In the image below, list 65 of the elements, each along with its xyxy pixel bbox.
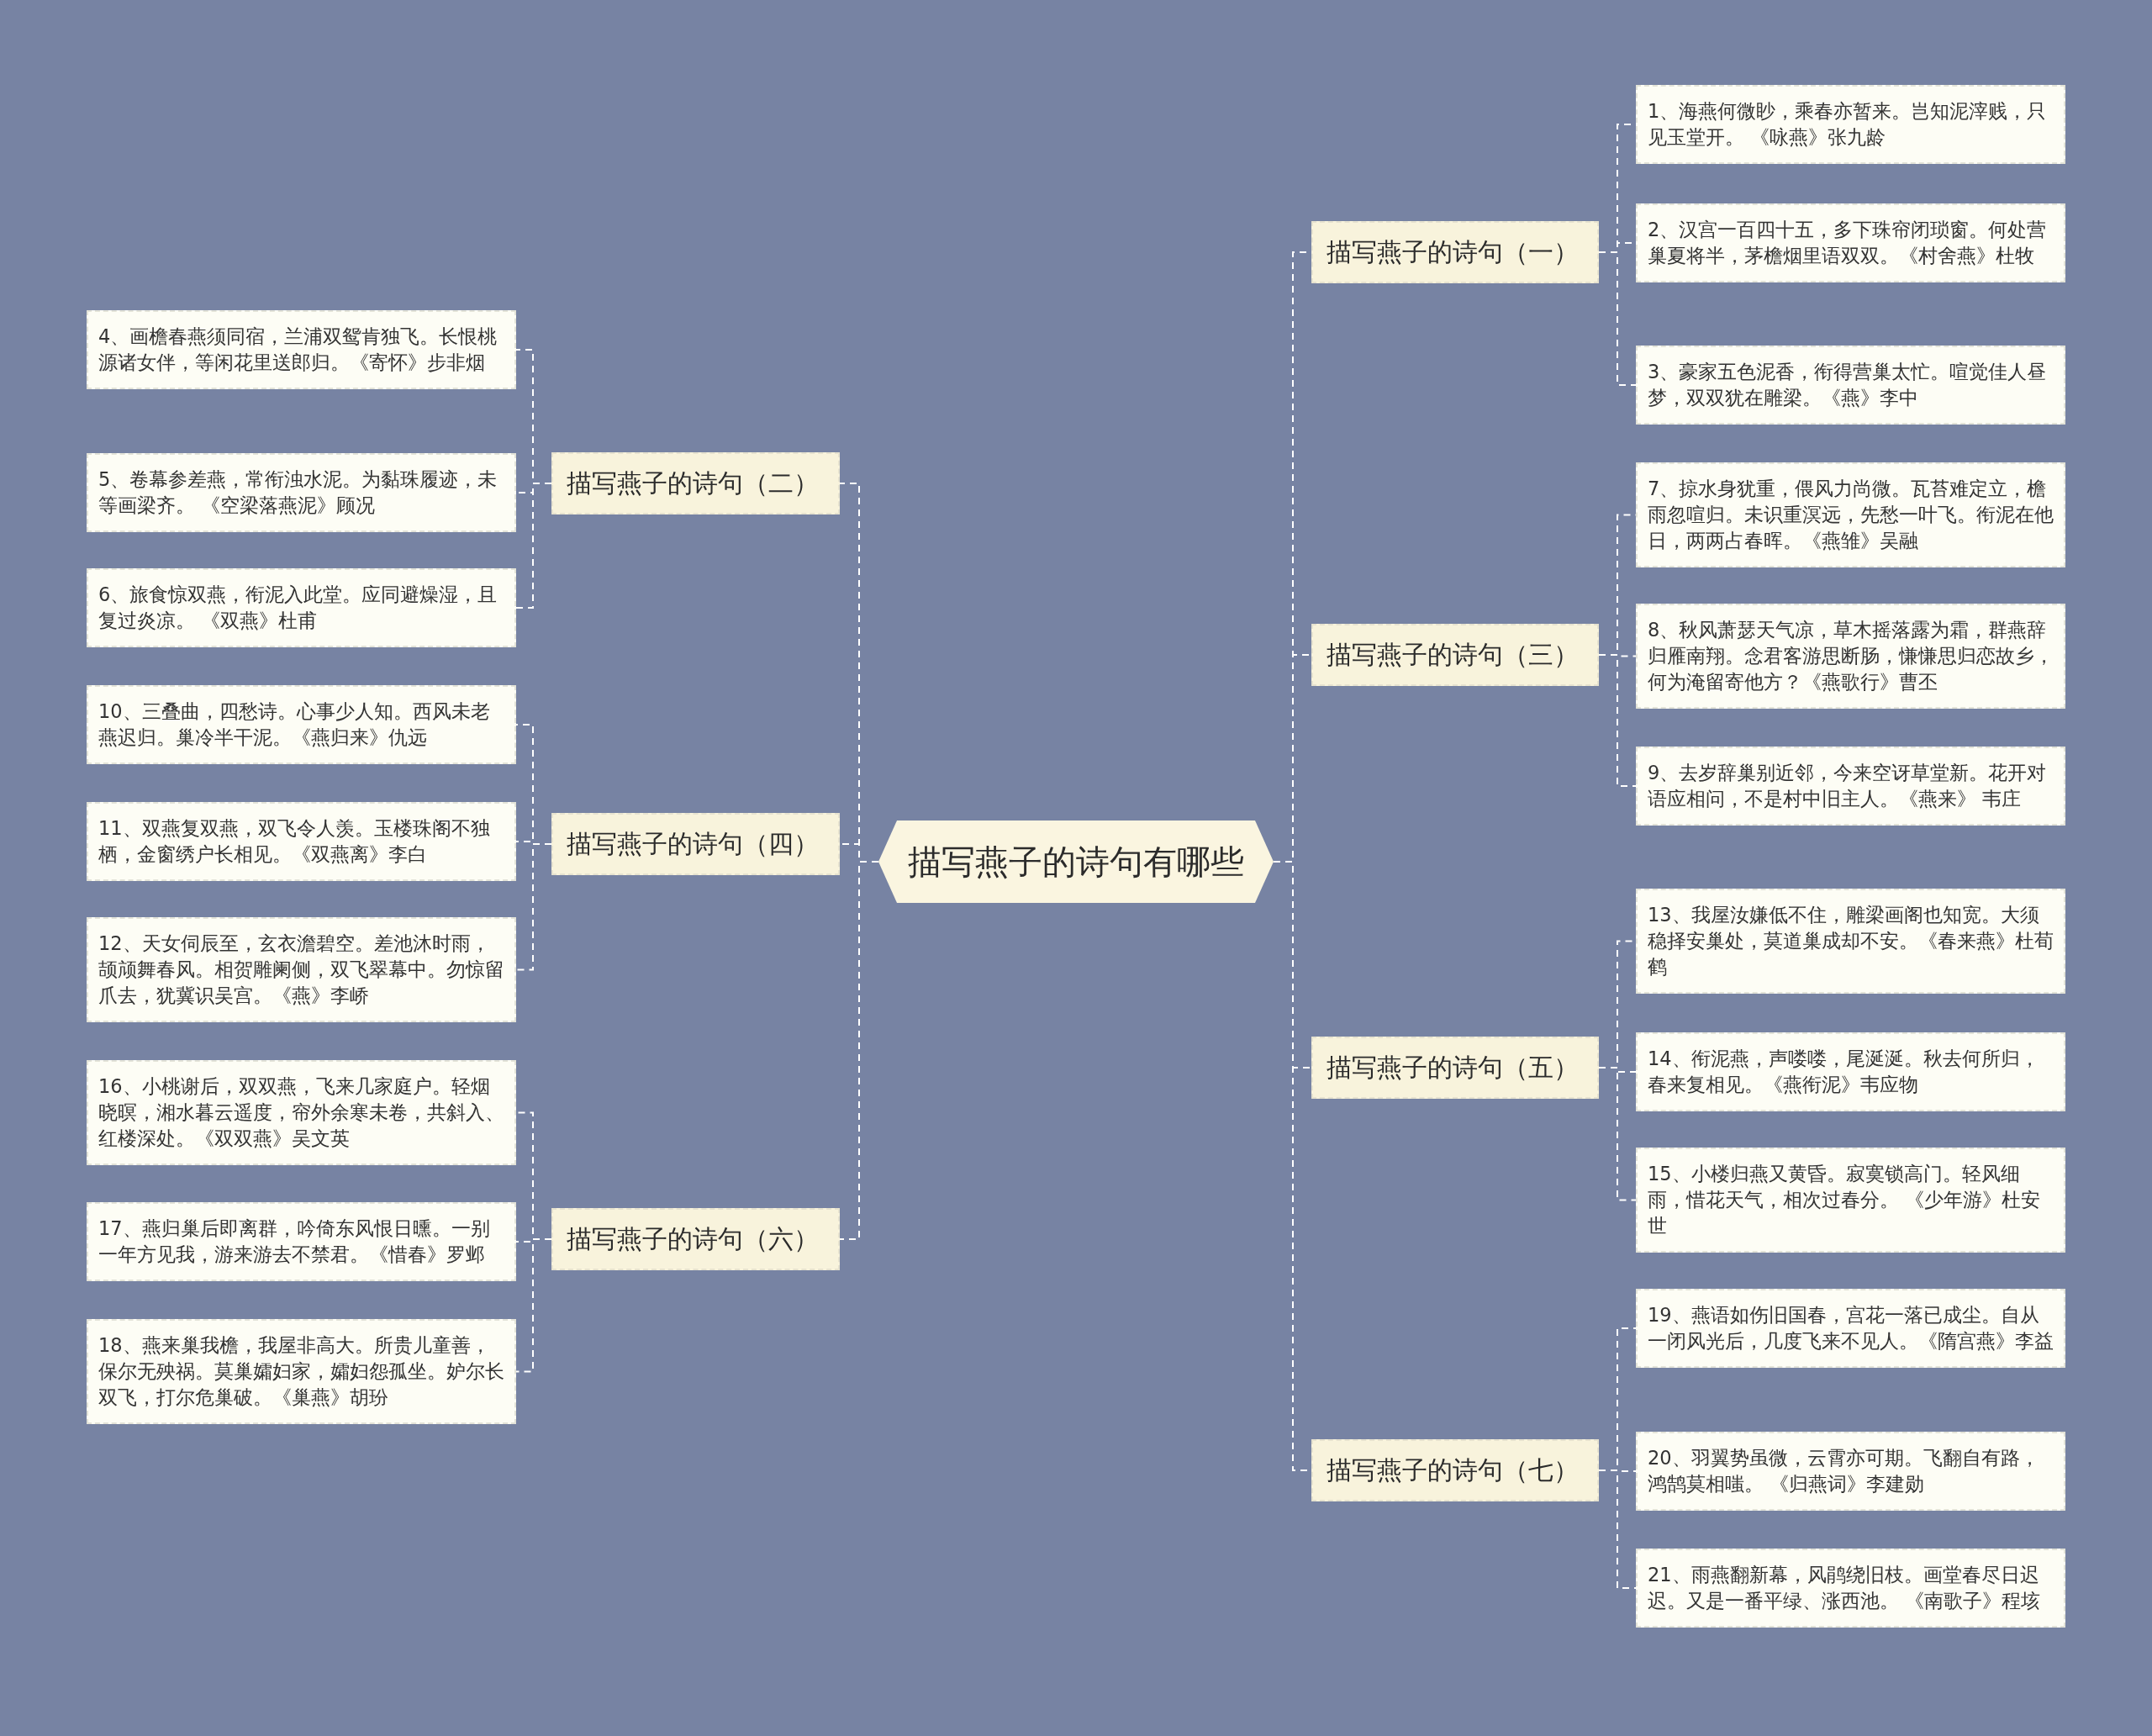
branch-label: 描写燕子的诗句（二） [567, 467, 819, 499]
poem-card [1636, 1148, 2065, 1253]
poem-card [1636, 346, 2065, 425]
poem-card [1636, 1549, 2065, 1628]
connector-line [1598, 251, 1637, 386]
poem-card [1636, 1032, 2065, 1111]
poem-text: 11、双燕复双燕，双飞令人羡。玉楼珠阁不独栖，金窗绣户长相见。《双燕离》李白 [98, 816, 491, 867]
branch-label: 描写燕子的诗句（一） [1327, 235, 1579, 268]
poem-text: 16、小桃谢后，双双燕，飞来几家庭户。轻烟晓暝，湘水暮云遥度，帘外余寒未卷，共斜入、红楼深处。《双双燕》吴文英 [98, 1074, 504, 1151]
connector-line [515, 843, 552, 971]
connector-line [1598, 654, 1637, 787]
poem-card [87, 917, 516, 1022]
branch-box [551, 452, 840, 514]
poem-card [1636, 889, 2065, 994]
branch-box [551, 1208, 840, 1270]
poem-text: 2、汉宫一百四十五，多下珠帘闭琐窗。何处营巢夏将半，茅檐烟里语双双。《村舍燕》杜牧 [1648, 218, 2048, 268]
branch-label: 描写燕子的诗句（五） [1327, 1051, 1579, 1084]
branch-box [551, 813, 840, 875]
central-topic-hexagon [878, 821, 1274, 903]
poem-text: 13、我屋汝嫌低不住，雕梁画阁也知宽。大须稳择安巢处，莫道巢成却不安。《春来燕》杜荀鹤 [1648, 903, 2054, 979]
poem-card [1636, 462, 2065, 567]
poem-card [1636, 203, 2065, 282]
connector-line [1598, 1067, 1637, 1201]
branch-box [1311, 624, 1599, 686]
poem-card [87, 453, 516, 532]
poem-card [87, 802, 516, 881]
poem-text: 9、去岁辞巢别近邻，今来空讶草堂新。花开对语应相问，不是村中旧主人。《燕来》 韦庄 [1648, 761, 2048, 811]
poem-card [1636, 604, 2065, 709]
poem-card [87, 310, 516, 389]
poem-text: 15、小楼归燕又黄昏。寂寞锁高门。轻风细雨，惜花天气，相次过春分。 《少年游》杜安世 [1648, 1162, 2042, 1238]
poem-card [1636, 85, 2065, 164]
branch-box [1311, 1439, 1599, 1501]
poem-text: 6、旅食惊双燕，衔泥入此堂。应同避燥湿，且复过炎凉。 《双燕》杜甫 [98, 583, 498, 633]
poem-card [1636, 1432, 2065, 1511]
poem-text: 10、三叠曲，四愁诗。心事少人知。西风未老燕迟归。巢冷半干泥。《燕归来》仇远 [98, 699, 491, 750]
poem-text: 4、画檐春燕须同宿，兰浦双鸳肯独飞。长恨桃源诸女伴，等闲花里送郎归。《寄怀》步非烟 [98, 325, 498, 375]
branch-label: 描写燕子的诗句（七） [1327, 1454, 1579, 1486]
poem-card [87, 685, 516, 764]
poem-text: 17、燕归巢后即离群，吟倚东风恨日曛。一别一年方见我，游来游去不禁君。《惜春》罗邺 [98, 1216, 491, 1267]
branch-box [1311, 1037, 1599, 1099]
branch-box [1311, 221, 1599, 283]
poem-text: 18、燕来巢我檐，我屋非高大。所贵儿童善，保尔无殃祸。莫巢孀妇家，孀妇怨孤坐。妒尔长双飞，打尔危巢破。《巢燕》胡玢 [98, 1333, 504, 1410]
connector-line [1598, 1470, 1637, 1589]
poem-text: 8、秋风萧瑟天气凉，草木摇落露为霜，群燕辞归雁南翔。念君客游思断肠，慊慊思归恋故乡，何为淹留寄他方？《燕歌行》曹丕 [1648, 618, 2054, 694]
poem-card [87, 1202, 516, 1281]
poem-card [1636, 1289, 2065, 1368]
poem-card [87, 568, 516, 647]
topic-title: 描写燕子的诗句有哪些 [908, 841, 1244, 883]
poem-text: 12、天女伺辰至，玄衣澹碧空。差池沐时雨，颉颃舞春风。相贺雕阑侧，双飞翠幕中。勿惊留爪去，犹冀识吴宫。《燕》李峤 [98, 931, 504, 1008]
branch-label: 描写燕子的诗句（六） [567, 1222, 819, 1255]
branch-label: 描写燕子的诗句（三） [1327, 638, 1579, 671]
poem-text: 20、羽翼势虽微，云霄亦可期。飞翻自有路，鸿鹄莫相嗤。 《归燕词》李建勋 [1648, 1446, 2040, 1496]
poem-text: 7、掠水身犹重，偎风力尚微。瓦苔难定立，檐雨忽喧归。未识重溟远，先愁一叶飞。衔泥在他日，两两占春晖。《燕雏》吴融 [1648, 477, 2054, 553]
poem-text: 3、豪家五色泥香，衔得营巢太忙。喧觉佳人昼梦，双双犹在雕梁。《燕》李中 [1648, 360, 2048, 410]
poem-text: 5、卷幕参差燕，常衔浊水泥。为黏珠履迹，未等画梁齐。 《空梁落燕泥》顾况 [98, 467, 498, 518]
poem-text: 14、衔泥燕，声喽喽，尾涎涎。秋去何所归，春来复相见。《燕衔泥》韦应物 [1648, 1047, 2040, 1097]
branch-label: 描写燕子的诗句（四） [567, 827, 819, 860]
poem-card [1636, 747, 2065, 826]
poem-card [87, 1060, 516, 1165]
poem-text: 19、燕语如伤旧国春，宫花一落已成尘。自从一闭风光后，几度飞来不见人。《隋宫燕》李益 [1648, 1303, 2054, 1353]
poem-card [87, 1319, 516, 1424]
poem-text: 21、雨燕翻新幕，风鹃绕旧枝。画堂春尽日迟迟。又是一番平绿、涨西池。 《南歌子》程垓 [1648, 1563, 2042, 1613]
connector-line [515, 483, 552, 609]
connector-line [515, 1238, 552, 1373]
poem-text: 1、海燕何微眇，乘春亦暂来。岂知泥滓贱，只见玉堂开。 《咏燕》张九龄 [1648, 99, 2048, 150]
